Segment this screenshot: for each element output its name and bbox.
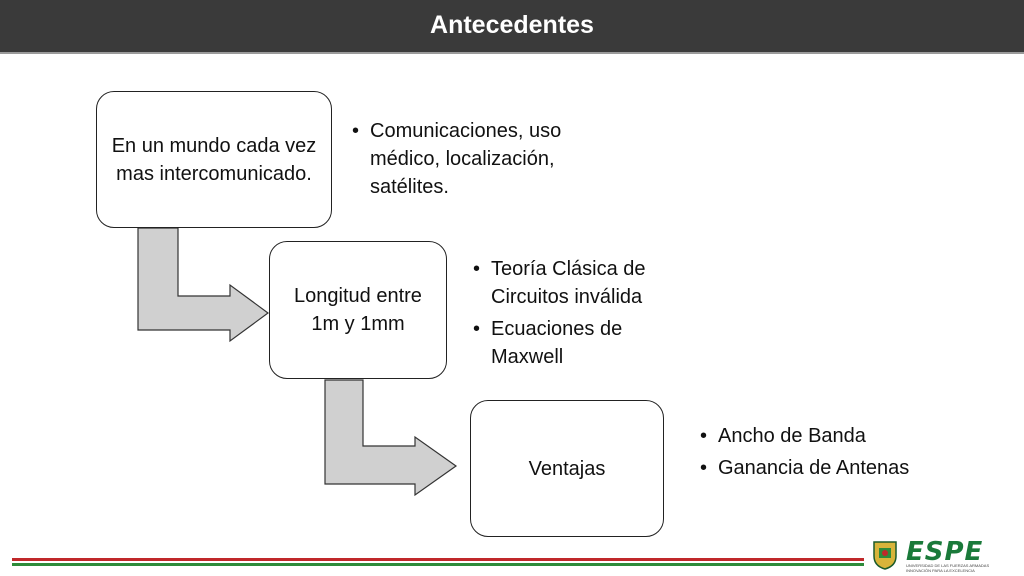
step-box-2: Longitud entre 1m y 1mm [269, 241, 447, 379]
footer-line-red [12, 558, 864, 561]
step-2-bullets: Teoría Clásica de Circuitos inválida Ecu… [473, 255, 693, 375]
bent-arrow-2 [324, 379, 458, 497]
step-1-bullets: Comunicaciones, uso médico, localización… [352, 117, 622, 205]
espe-logo: ESPE UNIVERSIDAD DE LAS FUERZAS ARMADAS … [872, 537, 1004, 573]
bullet-item: Ecuaciones de Maxwell [473, 315, 693, 371]
logo-subtitle: UNIVERSIDAD DE LAS FUERZAS ARMADAS [906, 563, 990, 568]
shield-icon [873, 541, 897, 570]
page-title: Antecedentes [430, 11, 594, 39]
logo-tagline: INNOVACIÓN PARA LA EXCELENCIA [906, 568, 975, 573]
step-box-3: Ventajas [470, 400, 664, 537]
step-3-bullets: Ancho de Banda Ganancia de Antenas [700, 422, 920, 486]
bullet-item: Ancho de Banda [700, 422, 920, 450]
footer-line-green [12, 563, 864, 566]
step-box-1: En un mundo cada vez mas intercomunicado… [96, 91, 332, 228]
title-bar: Antecedentes [0, 0, 1024, 54]
bullet-item: Ganancia de Antenas [700, 454, 920, 482]
bullet-item: Comunicaciones, uso médico, localización… [352, 117, 622, 201]
logo-wordmark: ESPE [906, 537, 984, 567]
bent-arrow-1 [137, 227, 270, 343]
bullet-item: Teoría Clásica de Circuitos inválida [473, 255, 693, 311]
